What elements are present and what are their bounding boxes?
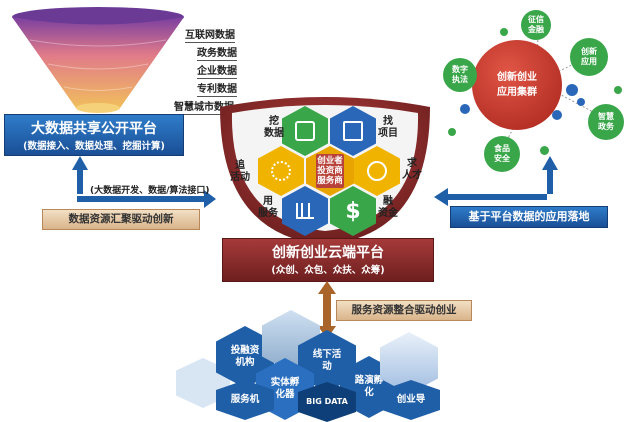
funnel-source-internet: 互联网数据 <box>185 26 235 43</box>
cluster-center: 创新创业 应用集群 <box>472 40 562 130</box>
app-smart-gov: 智慧 政务 <box>588 104 624 140</box>
laptop-icon <box>343 121 363 141</box>
app-digital-enforcement: 数字 执法 <box>443 58 477 92</box>
bottom-driver-tag: 服务资源整合驱动创业 <box>336 300 472 321</box>
cluster-dot <box>500 28 508 36</box>
dollar-icon: $ <box>345 198 361 224</box>
funnel-source-patent: 专利数据 <box>197 80 237 97</box>
cluster-dot <box>566 84 578 96</box>
app-credit-finance: 征信 金融 <box>521 10 551 40</box>
cluster-dot <box>614 86 622 94</box>
bigdata-platform-box: 大数据共享公开平台 (数据接入、数据处理、挖掘计算) <box>4 114 184 156</box>
app-food-safety: 食品 安全 <box>484 136 520 172</box>
bar-chart-icon <box>296 203 314 219</box>
funnel-source-enterprise: 企业数据 <box>197 62 237 79</box>
cloud-platform-subtitle: (众创、众包、众扶、众筹) <box>271 265 385 276</box>
app-innovation: 创新 应用 <box>570 38 608 76</box>
label-seek-talent: 求 人才 <box>402 158 422 181</box>
cloud-platform-title: 创新创业云端平台 <box>272 245 384 261</box>
funnel-source-smart-city: 智慧城市数据 <box>174 98 234 115</box>
document-icon <box>295 121 315 141</box>
left-driver-tag: 数据资源汇聚驱动创新 <box>42 209 200 230</box>
cluster-dot <box>577 98 585 106</box>
person-icon <box>367 161 387 181</box>
label-dig-data: 挖 数据 <box>264 116 284 139</box>
right-driver-tag: 基于平台数据的应用落地 <box>450 206 608 228</box>
cluster-dot <box>460 104 470 114</box>
data-funnel <box>12 7 184 113</box>
bigdata-platform-title: 大数据共享公开平台 <box>31 121 157 137</box>
left-interface-label: (大数据开发、数据/算法接口) <box>90 186 210 196</box>
left-flow-arrows <box>72 156 216 208</box>
label-financing: 融 资金 <box>378 196 398 219</box>
right-flow-arrows <box>434 156 558 206</box>
cloud-platform-box: 创新创业云端平台 (众创、众包、众扶、众筹) <box>222 238 434 282</box>
label-find-project: 找 项目 <box>378 116 398 139</box>
label-chase-activity: 追 活动 <box>230 160 250 183</box>
gear-icon <box>271 161 291 181</box>
core-text: 创业者 投资商 服务商 <box>316 154 344 188</box>
bigdata-platform-subtitle: (数据接入、数据处理、挖掘计算) <box>23 141 165 152</box>
cluster-dot <box>448 128 456 136</box>
bottom-flow-arrow <box>318 281 336 339</box>
label-use-service: 用 服务 <box>258 196 278 219</box>
cluster-dot <box>540 146 549 155</box>
funnel-source-gov: 政务数据 <box>197 44 237 61</box>
cluster-dot <box>552 110 562 120</box>
